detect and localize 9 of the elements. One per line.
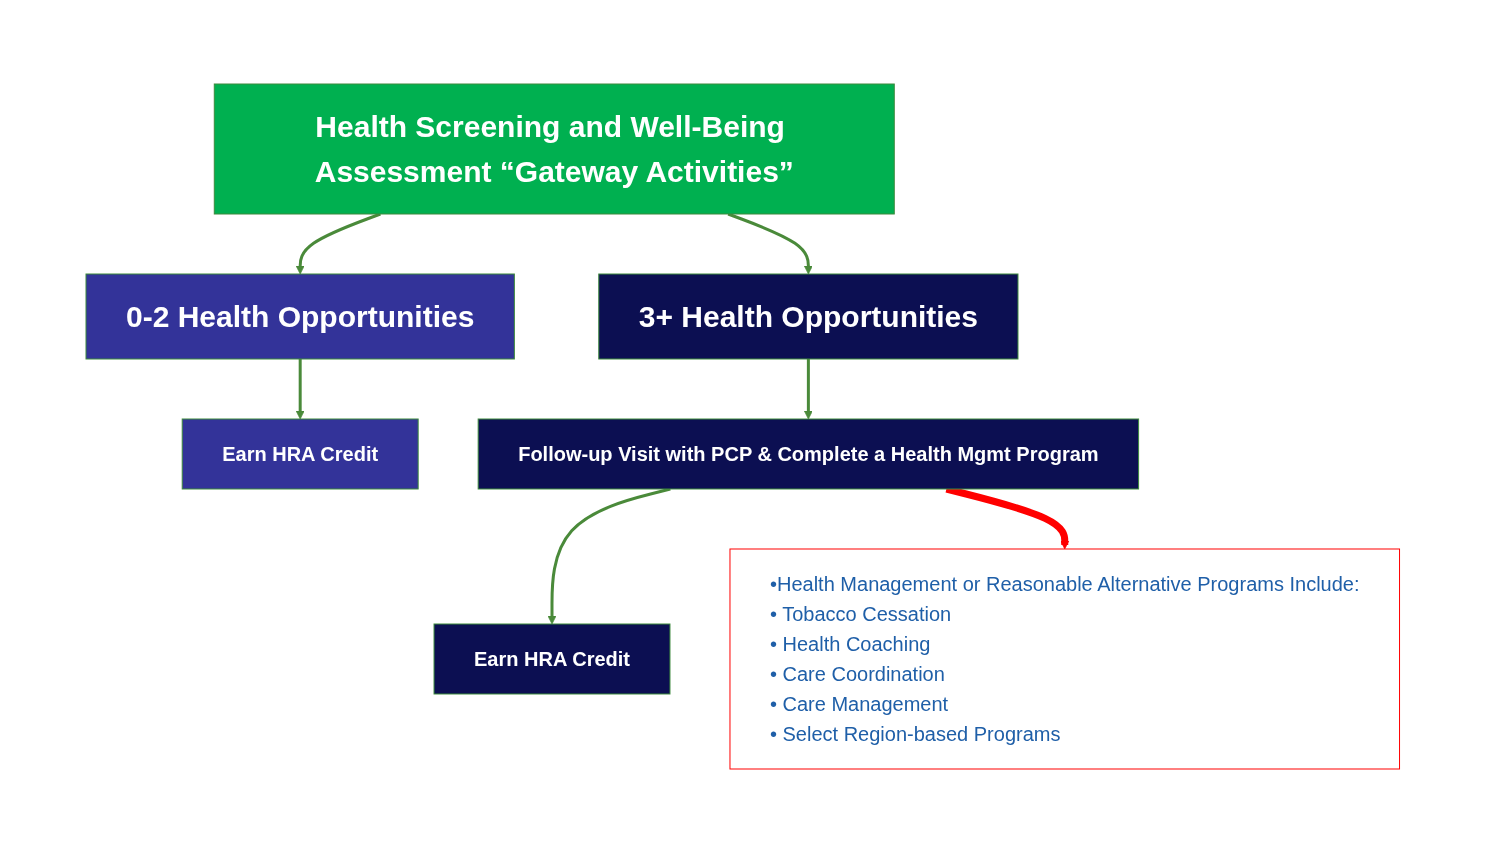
node-box: •Health Management or Reasonable Alternative Programs Include: • Tobacco Cessation • Health Coaching • Care Coordination • Care Management • Select Region-based Programs <box>729 548 1401 770</box>
node-box: Follow-up Visit with PCP & Complete a Health Mgmt Program <box>477 418 1140 490</box>
arrow <box>296 359 305 420</box>
node-box: Earn HRA Credit <box>181 418 419 490</box>
node-box: 3+ Health Opportunities <box>598 273 1019 360</box>
node-box: Health Screening and Well-Being Assessment “Gateway Activities” <box>214 83 895 215</box>
node-box: Earn HRA Credit <box>433 623 671 695</box>
node-box: 0-2 Health Opportunities <box>85 273 516 360</box>
arrow <box>804 359 813 420</box>
